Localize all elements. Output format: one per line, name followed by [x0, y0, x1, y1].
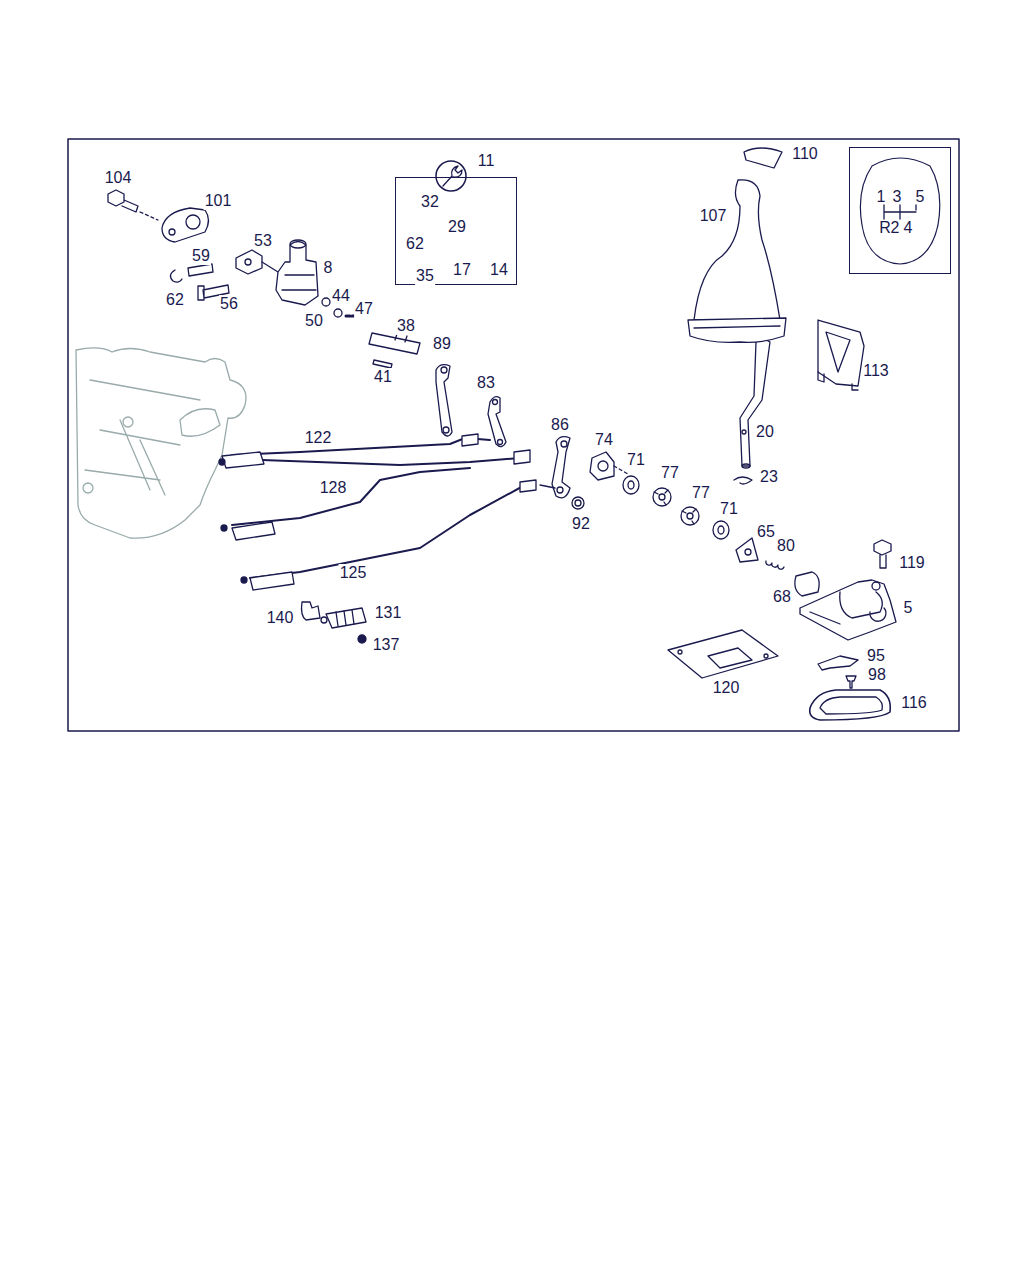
callout-number: 59 — [191, 247, 211, 265]
callout-number: 5 — [915, 188, 926, 206]
callout-number: 17 — [452, 261, 472, 279]
callout-number: 110 — [791, 145, 819, 163]
callout-number: 140 — [266, 609, 295, 627]
callout-number: 116 — [900, 694, 928, 712]
callout-number: 32 — [420, 193, 440, 211]
callout-number: 2 — [890, 219, 901, 237]
callout-number: 74 — [594, 431, 614, 449]
callout-number: 29 — [447, 218, 467, 236]
callout-number: 20 — [755, 423, 775, 441]
callout-number: 62 — [165, 291, 185, 309]
callout-number: 77 — [691, 484, 711, 502]
parts-kit-box: 11322962351714 — [395, 177, 517, 285]
callout-number: 8 — [323, 259, 334, 277]
callout-number: 71 — [719, 500, 739, 518]
callout-number: 83 — [476, 374, 496, 392]
callout-number: 113 — [862, 362, 890, 380]
callout-number: 131 — [374, 604, 403, 622]
callout-number: 68 — [772, 588, 792, 606]
callout-number: 11 — [477, 152, 496, 170]
callout-number: 128 — [319, 479, 348, 497]
shift-pattern-box: 135R24 — [849, 147, 951, 274]
callout-number: 122 — [304, 429, 333, 447]
callout-number: 47 — [354, 300, 374, 318]
callout-number: 4 — [903, 219, 914, 237]
callout-number: 41 — [373, 368, 393, 386]
callout-number: 23 — [759, 468, 779, 486]
callout-number: 50 — [304, 312, 324, 330]
callout-number: 98 — [867, 666, 887, 684]
callout-number: R — [878, 219, 892, 237]
callout-number: 89 — [432, 335, 452, 353]
callout-number: 56 — [219, 295, 239, 313]
callout-number: 38 — [396, 317, 416, 335]
callout-number: 86 — [550, 416, 570, 434]
callout-number: 53 — [253, 232, 273, 250]
callout-number: 1 — [876, 188, 887, 206]
callout-number: 92 — [571, 515, 591, 533]
callout-number: 119 — [898, 554, 926, 572]
frame — [68, 139, 959, 731]
callout-number: 107 — [699, 207, 728, 225]
callout-number: 77 — [660, 464, 680, 482]
callout-number: 137 — [372, 636, 401, 654]
callout-number: 65 — [756, 523, 776, 541]
callout-number: 120 — [712, 679, 741, 697]
callout-number: 14 — [489, 261, 509, 279]
callout-number: 104 — [104, 169, 133, 187]
callout-number: 80 — [776, 537, 796, 555]
callout-number: 62 — [405, 235, 425, 253]
callout-number: 3 — [892, 188, 903, 206]
callout-number: 35 — [415, 267, 435, 285]
callout-number: 5 — [903, 599, 914, 617]
callout-number: 95 — [866, 647, 886, 665]
callout-number: 71 — [626, 451, 646, 469]
callout-number: 44 — [331, 287, 351, 305]
callout-number: 125 — [339, 564, 368, 582]
callout-number: 101 — [204, 192, 233, 210]
